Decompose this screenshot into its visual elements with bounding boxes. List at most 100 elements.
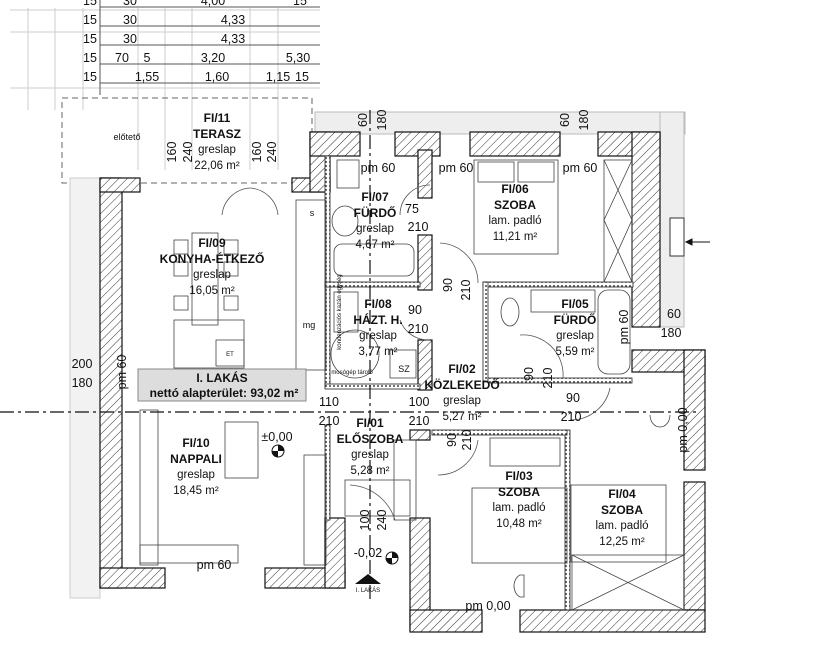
room-area: 5,59 m² [556,346,595,358]
entrance-label: I. LAKÁS [356,587,380,594]
dimension-label: 110 [319,395,339,409]
room-name: HÁZT. H. [353,312,402,327]
net-area-label: nettó alapterület: 93,02 m² [150,386,299,400]
room-name: TERASZ [193,127,241,141]
dimension-label: pm 60 [361,161,396,175]
dimension-label: 90 [445,433,459,447]
dimension-label: 210 [408,322,429,336]
level-marker-icon [271,444,285,458]
boiler-label: kondenzációs kazán egység [337,274,343,349]
room-floor: greslap [198,144,236,156]
room-name: SZOBA [498,485,540,499]
cooktop-icon [215,339,245,367]
dimension-label: 210 [319,414,340,428]
dimension-label: pm 0,00 [676,407,690,452]
dimension-label: 15 [83,70,97,84]
dimension-label: 5,30 [286,51,310,65]
room-floor: lam. padló [488,215,541,227]
door-swings [221,184,611,521]
dimension-label: 160 [165,142,179,163]
room-floor: lam. padló [595,520,648,532]
dimension-label: pm 60 [439,161,474,175]
dimension-label: 4,33 [221,13,245,27]
washer-label: mosógép tároló [331,370,373,376]
room-name: ELŐSZOBA [337,431,404,446]
dimension-label: 70 [115,51,129,65]
room-area: 3,77 m² [359,346,398,358]
dimension-label: 4,33 [221,32,245,46]
room-floor: greslap [359,330,397,342]
room-id: FI/01 [356,416,384,430]
partition-walls [324,155,634,611]
summary-text: I. LAKÁS nettó alapterület: 93,02 m² [150,370,299,400]
dimension-label: 180 [577,110,591,131]
summary-title: I. LAKÁS [196,370,247,385]
dimension-label: 210 [561,410,582,424]
level-label: -0,02 [354,546,383,560]
room-id: FI/05 [561,297,589,311]
dimension-label: 90 [441,278,455,292]
entrance-arrow-icon [355,574,381,584]
dimension-label: 60 [356,113,370,127]
dimension-label: pm 60 [617,310,631,345]
eave-left [69,177,101,599]
dimension-label: 100 [358,510,372,531]
dimension-label: 5 [144,51,151,65]
furniture [139,159,685,611]
dimension-label: 15 [83,51,97,65]
fridge-label: s [310,208,315,218]
arrow-icon [684,238,710,246]
room-area: 10,48 m² [496,518,542,530]
room-id: FI/03 [505,469,533,483]
dimension-label: 15 [293,0,307,8]
room-area: 18,45 m² [173,485,219,497]
room-name: KONYHA-ÉTKEZŐ [160,251,265,266]
dimension-label: 210 [408,220,429,234]
room-area: 5,28 m² [351,465,390,477]
dimension-label: 60 [667,307,681,321]
dimension-label: 240 [265,142,279,163]
walls [99,131,706,633]
room-id: FI/11 [204,111,231,125]
dimension-label: 240 [181,142,195,163]
dimension-label: 30 [123,13,137,27]
level-label: ±0,00 [261,430,292,444]
room-name: FÜRDŐ [354,205,397,220]
dimension-label: 240 [375,510,389,531]
meter-box [669,217,685,257]
dimension-label: 210 [541,368,555,389]
terrace-outline [61,97,313,184]
dimension-label: 1,15 [266,70,290,84]
dimension-label: 15 [83,13,97,27]
room-id: FI/09 [198,236,226,250]
room-floor: lam. padló [492,502,545,514]
room-id: FI/04 [608,487,636,501]
room-floor: greslap [177,469,215,481]
dimension-label: 180 [375,110,389,131]
dimension-label: 30 [123,32,137,46]
cooktop-label: ET [226,352,234,358]
dimension-label: 210 [460,430,474,451]
level-marker-icon [385,551,399,565]
dimension-label: 15 [83,0,97,8]
axis-lines [0,110,700,600]
dimension-label: 1,55 [135,70,159,84]
dimension-label: 90 [408,303,422,317]
dimension-label: 3,20 [201,51,225,65]
dimension-label: 15 [295,70,309,84]
room-name: SZOBA [601,503,643,517]
dimension-label: 200 [72,357,93,371]
room-id: FI/10 [182,436,210,450]
dimension-label: 90 [522,367,536,381]
dimension-label: 180 [72,376,93,390]
dimension-label: 210 [409,414,430,428]
room-name: NAPPALI [170,452,222,466]
room-name: SZOBA [494,198,536,212]
dimension-label: pm 60 [115,355,129,390]
dimension-label: 30 [123,0,137,8]
room-area: 16,05 m² [189,285,235,297]
dimension-label: 75 [405,202,419,216]
dishwasher-label: mg [303,320,316,330]
